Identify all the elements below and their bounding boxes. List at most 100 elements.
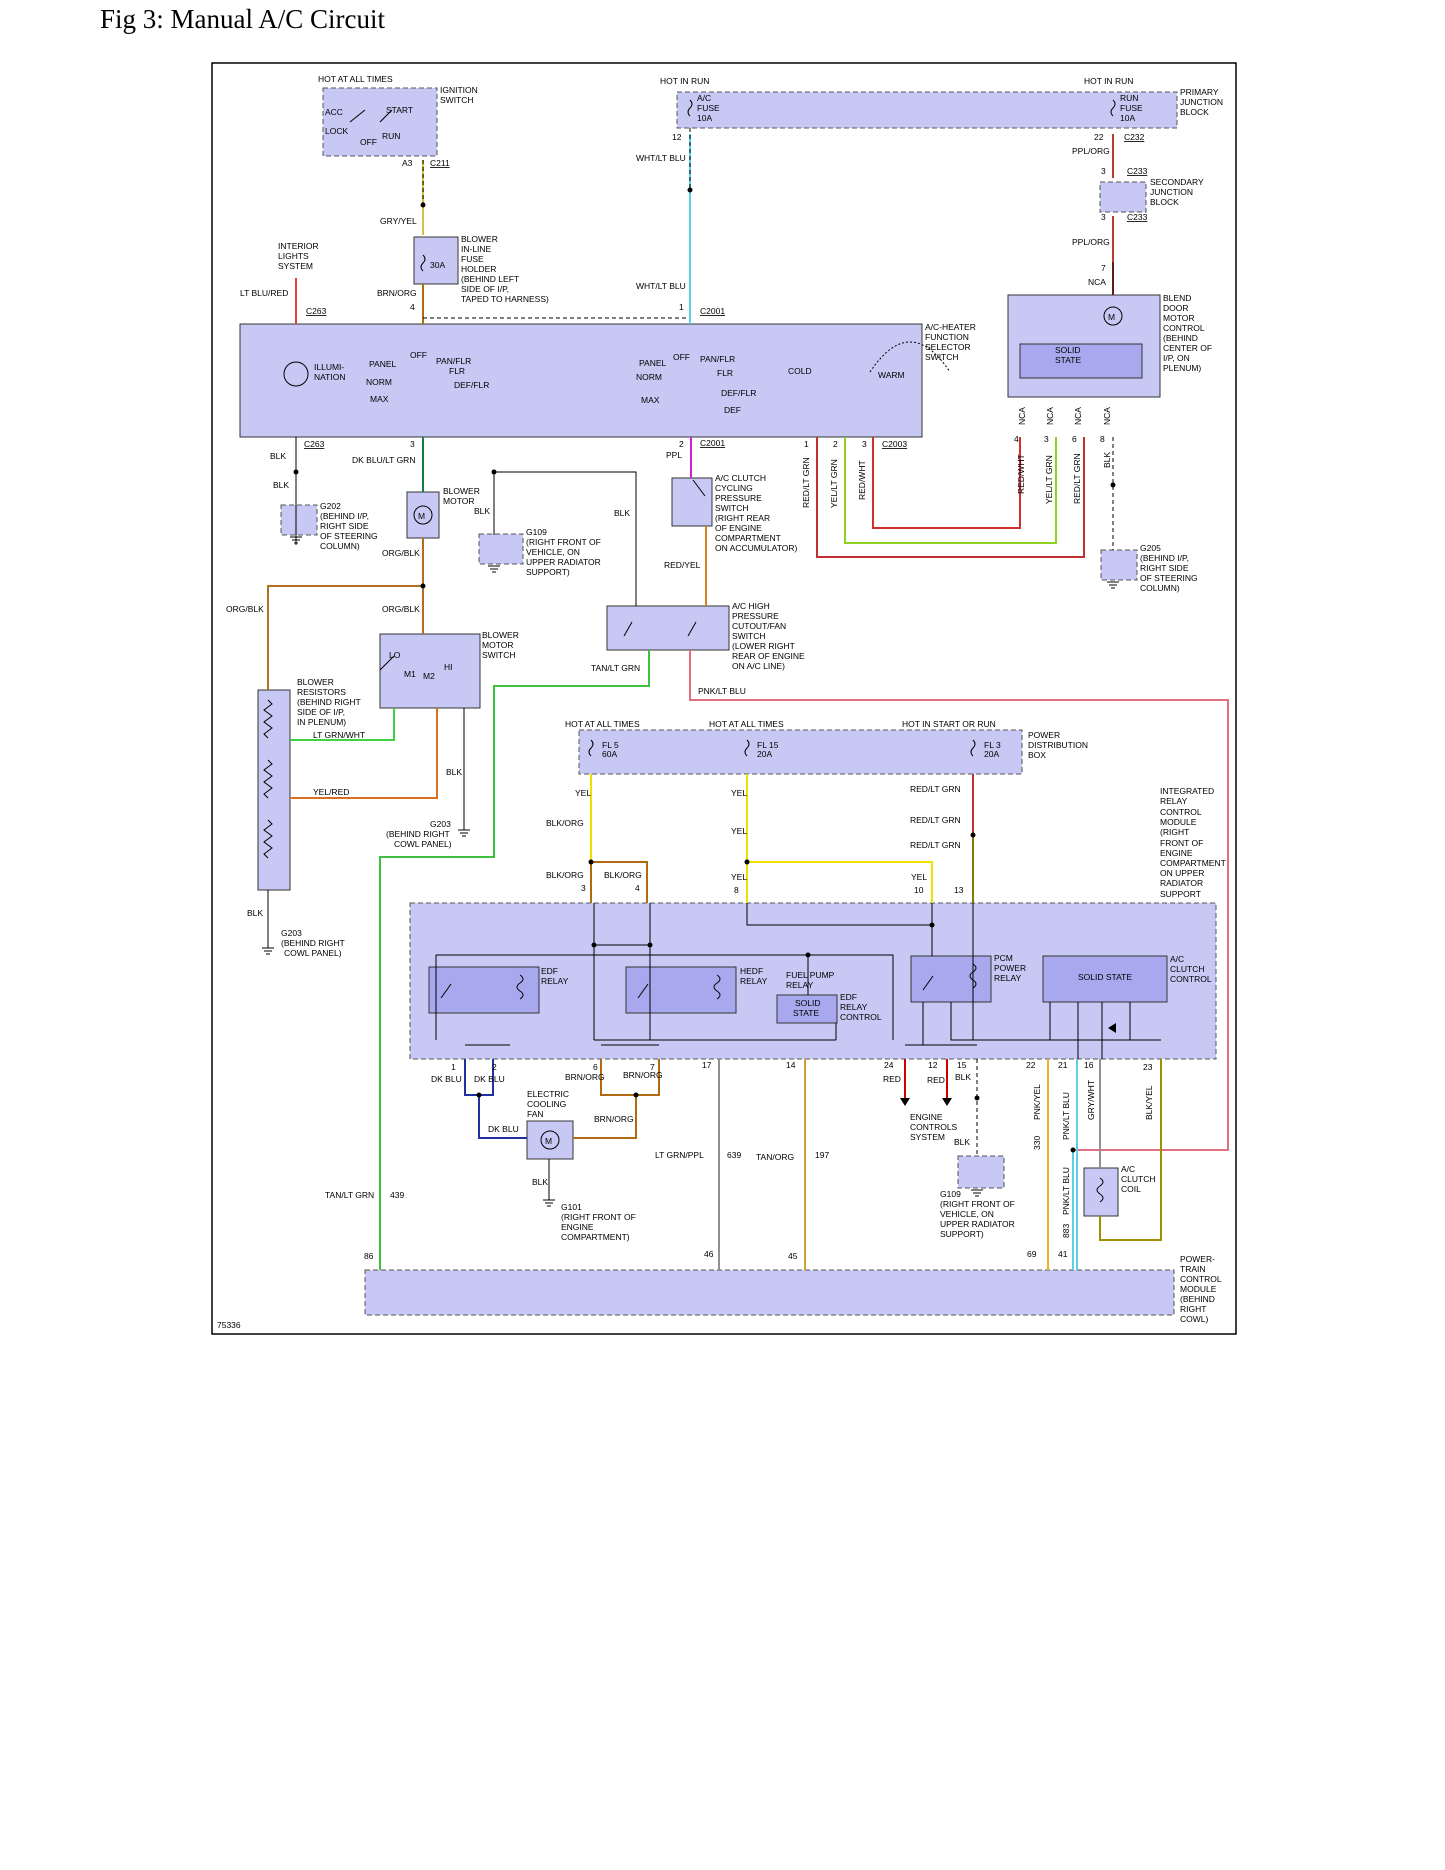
label-blend-door-6: I/P, ON bbox=[1163, 353, 1190, 363]
label-pcm-3: MODULE bbox=[1180, 1284, 1217, 1294]
label-hot-all-times-2: HOT AT ALL TIMES bbox=[565, 719, 640, 729]
switch-contacts bbox=[349, 109, 951, 999]
label-ircm-9: RADIATOR bbox=[1160, 878, 1203, 888]
label-fp-relay-1: RELAY bbox=[786, 980, 814, 990]
label-ircm-5: FRONT OF bbox=[1160, 838, 1203, 848]
label-g203-1-0: G203 bbox=[430, 819, 451, 829]
label-edf-rc-0: EDF bbox=[840, 992, 857, 1002]
label-red-lt-grn-1: RED/LT GRN bbox=[910, 784, 961, 794]
wire-brn-org-fan-b bbox=[636, 1059, 660, 1096]
wire-yel-red bbox=[290, 708, 438, 799]
label-pcm-1: TRAIN bbox=[1180, 1264, 1206, 1274]
label-off-1: OFF bbox=[410, 350, 427, 360]
label-blend-door-0: BLEND bbox=[1163, 293, 1191, 303]
label-tan-lt-grn-1: TAN/LT GRN bbox=[591, 663, 640, 673]
label-r45: 45 bbox=[788, 1251, 798, 1261]
label-r41: 41 bbox=[1058, 1249, 1068, 1259]
label-max-2: MAX bbox=[641, 395, 660, 405]
label-q6: 6 bbox=[593, 1062, 598, 1072]
label-c211: C211 bbox=[430, 158, 450, 168]
cooling-fan-box bbox=[526, 1120, 574, 1160]
junction-dots bbox=[293, 187, 1116, 1153]
blower-motor-box bbox=[406, 491, 440, 539]
label-norm: NORM bbox=[366, 377, 392, 387]
label-g109-bot-1: (RIGHT FRONT OF bbox=[940, 1199, 1015, 1209]
label-blk-3: BLK bbox=[474, 506, 490, 516]
label-ignition-switch-0: IGNITION bbox=[440, 85, 478, 95]
label-pin2-d: 2 bbox=[833, 439, 838, 449]
label-primary-jb-0: PRIMARY bbox=[1180, 87, 1219, 97]
label-primary-jb-2: BLOCK bbox=[1180, 107, 1209, 117]
label-run-fuse-0: RUN bbox=[1120, 93, 1138, 103]
selector-switch-box bbox=[239, 323, 923, 438]
label-wht-lt-blu-1: WHT/LT BLU bbox=[636, 153, 686, 163]
label-pin2-c: 2 bbox=[679, 439, 684, 449]
label-g202-1: (BEHIND I/P, bbox=[320, 511, 369, 521]
label-pin3-b: 3 bbox=[1044, 434, 1049, 444]
label-blk-org-2: BLK/ORG bbox=[546, 870, 584, 880]
label-gry-yel: GRY/YEL bbox=[380, 216, 417, 226]
label-dk-blu-1: DK BLU bbox=[431, 1074, 462, 1084]
label-pin3-c: 3 bbox=[410, 439, 415, 449]
label-blk-2: BLK bbox=[273, 480, 289, 490]
label-hot-in-run-1: HOT IN RUN bbox=[660, 76, 709, 86]
label-g109-top-1: (RIGHT FRONT OF bbox=[526, 537, 601, 547]
label-c263-top: C263 bbox=[306, 306, 327, 316]
blower-fuse-holder-box bbox=[413, 236, 459, 285]
label-yel-2: YEL bbox=[731, 788, 747, 798]
label-lock: LOCK bbox=[325, 126, 348, 136]
label-bfh-3: HOLDER bbox=[461, 264, 496, 274]
label-cold: COLD bbox=[788, 366, 812, 376]
label-red-yel: RED/YEL bbox=[664, 560, 701, 570]
label-br-1: RESISTORS bbox=[297, 687, 346, 697]
label-yel-lt-grn-v2: YEL/LT GRN bbox=[829, 459, 839, 508]
label-achp-5: REAR OF ENGINE bbox=[732, 651, 805, 661]
label-g203-2-0: G203 bbox=[281, 928, 302, 938]
label-lo: LO bbox=[389, 650, 401, 660]
label-red-b: RED bbox=[927, 1075, 945, 1085]
label-r46: 46 bbox=[704, 1249, 714, 1259]
label-hot-all-times-top: HOT AT ALL TIMES bbox=[318, 74, 393, 84]
label-g202-0: G202 bbox=[320, 501, 341, 511]
label-ecf-0: ELECTRIC bbox=[527, 1089, 569, 1099]
label-ecs-1: CONTROLS bbox=[910, 1122, 958, 1132]
label-c330: 330 bbox=[1032, 1136, 1042, 1150]
label-pin3-d: 3 bbox=[862, 439, 867, 449]
label-tan-org: TAN/ORG bbox=[756, 1152, 794, 1162]
label-achp-3: SWITCH bbox=[732, 631, 766, 641]
label-ac-clutch-ctrl-1: CLUTCH bbox=[1170, 964, 1204, 974]
figure-title: Fig 3: Manual A/C Circuit bbox=[100, 4, 386, 34]
label-nca-3: NCA bbox=[1073, 407, 1083, 425]
wire-red-wht bbox=[872, 437, 1021, 529]
label-q24: 24 bbox=[884, 1060, 894, 1070]
label-def-flr: DEF/FLR bbox=[454, 380, 489, 390]
label-q21: 21 bbox=[1058, 1060, 1068, 1070]
label-ircm-8: ON UPPER bbox=[1160, 868, 1204, 878]
label-pin3-c233b: 3 bbox=[1101, 212, 1106, 222]
label-pin3-c233: 3 bbox=[1101, 166, 1106, 176]
g109-top-box bbox=[478, 533, 524, 565]
label-hot-all-times-3: HOT AT ALL TIMES bbox=[709, 719, 784, 729]
label-pdb-2: BOX bbox=[1028, 750, 1046, 760]
wire-blk-g109 bbox=[494, 471, 637, 606]
figure-id: 75336 bbox=[217, 1320, 241, 1330]
label-pan-flr: PAN/FLR bbox=[436, 356, 471, 366]
label-red-a: RED bbox=[883, 1074, 901, 1084]
label-lt-grn-wht: LT GRN/WHT bbox=[313, 730, 365, 740]
label-warm: WARM bbox=[878, 370, 905, 380]
label-nca-2: NCA bbox=[1045, 407, 1055, 425]
label-ircm-0: INTEGRATED bbox=[1160, 786, 1214, 796]
label-m2: M2 bbox=[423, 671, 435, 681]
label-c2001-bot: C2001 bbox=[700, 438, 725, 448]
blend-door-solid-state bbox=[1019, 343, 1143, 379]
pcm-box bbox=[364, 1269, 1175, 1316]
label-c439: 439 bbox=[390, 1190, 404, 1200]
label-brn-org-c: BRN/ORG bbox=[594, 1114, 634, 1124]
label-ac-clutch-ctrl-0: A/C bbox=[1170, 954, 1184, 964]
label-blk-8: BLK bbox=[954, 1137, 970, 1147]
blower-resistors-box bbox=[257, 689, 291, 891]
label-bfh-5: SIDE OF I/P, bbox=[461, 284, 509, 294]
label-yel-3: YEL bbox=[731, 826, 747, 836]
label-pnk-lt-blu-v: PNK/LT BLU bbox=[1061, 1092, 1071, 1140]
ac-clutch-coil-box bbox=[1083, 1167, 1119, 1217]
